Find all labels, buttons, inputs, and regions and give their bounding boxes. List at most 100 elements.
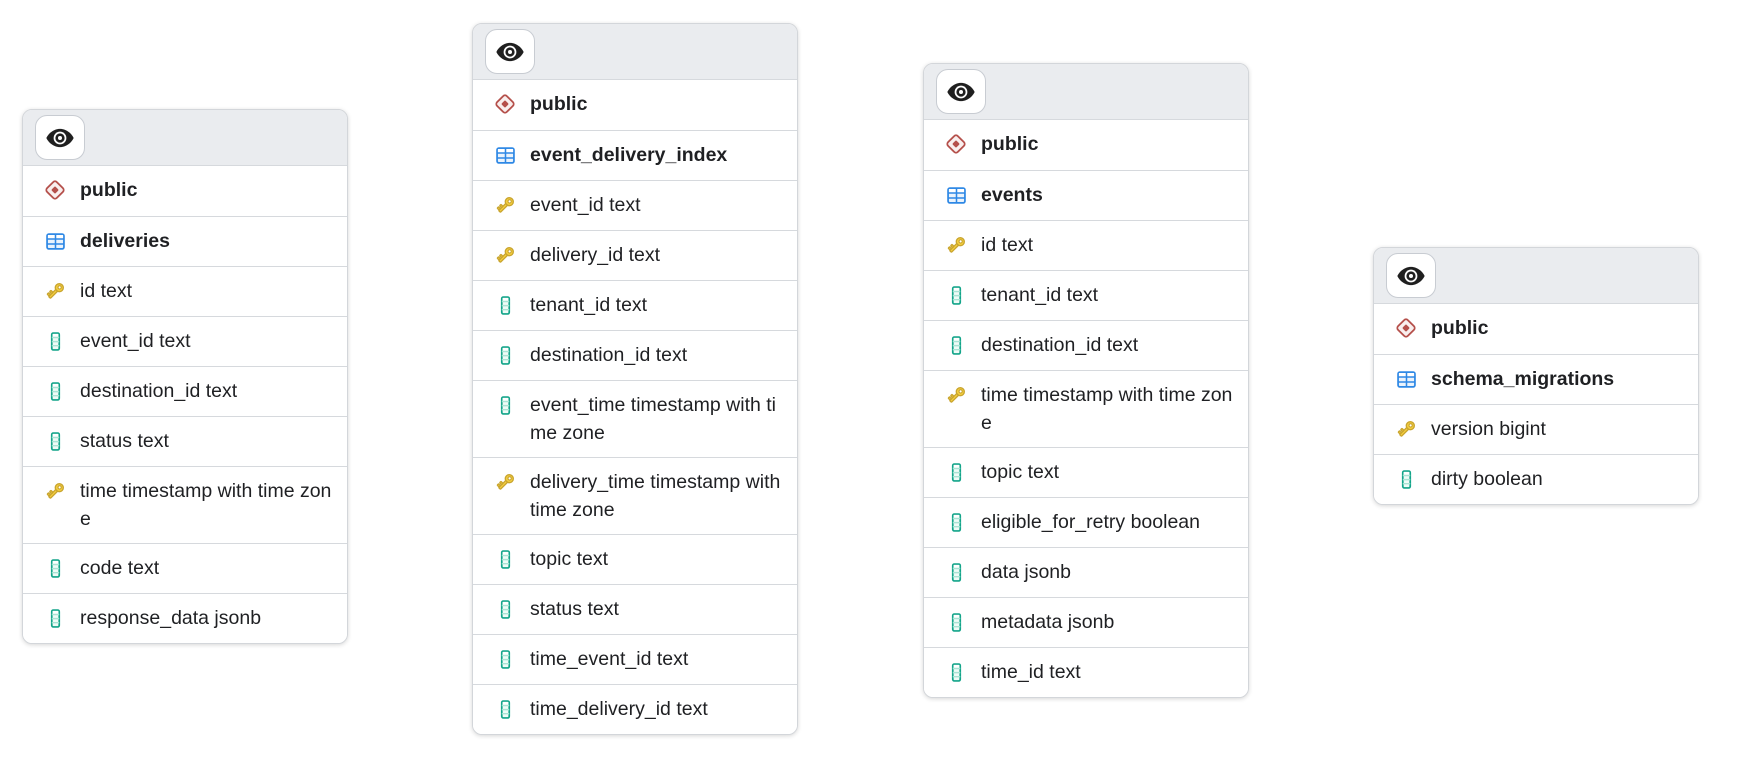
- column-icon: [43, 427, 67, 455]
- column-row[interactable]: topic text: [924, 447, 1248, 497]
- column-label: metadata jsonb: [981, 611, 1115, 633]
- column-icon: [944, 558, 968, 586]
- column-row[interactable]: status text: [473, 584, 797, 634]
- card-header[interactable]: [23, 110, 347, 166]
- column-row[interactable]: time timestamp with time zone: [23, 466, 347, 543]
- column-label: time_delivery_id text: [530, 698, 708, 720]
- schema-row[interactable]: public: [1374, 304, 1698, 354]
- schema-row[interactable]: public: [924, 120, 1248, 170]
- column-label: time_id text: [981, 661, 1081, 683]
- column-label: destination_id text: [80, 380, 238, 402]
- column-row[interactable]: status text: [23, 416, 347, 466]
- column-row[interactable]: time timestamp with time zone: [924, 370, 1248, 447]
- table-name-label: event_delivery_index: [530, 144, 728, 166]
- table-card-schema_migrations[interactable]: public schema_migrations version bigint: [1373, 247, 1699, 505]
- column-row[interactable]: time_delivery_id text: [473, 684, 797, 734]
- column-row[interactable]: code text: [23, 543, 347, 593]
- column-row[interactable]: event_id text: [23, 316, 347, 366]
- column-row[interactable]: eligible_for_retry boolean: [924, 497, 1248, 547]
- schema-row[interactable]: public: [473, 80, 797, 130]
- column-icon: [43, 604, 67, 632]
- column-icon: [493, 391, 517, 419]
- table-name-row[interactable]: events: [924, 170, 1248, 220]
- schema-row[interactable]: public: [23, 166, 347, 216]
- column-label: delivery_time timestamp with time zone: [530, 471, 781, 521]
- table-card-events[interactable]: public events id text: [923, 63, 1249, 698]
- column-label: event_time timestamp with time zone: [530, 394, 777, 444]
- table-name-row[interactable]: deliveries: [23, 216, 347, 266]
- visibility-toggle-button[interactable]: [35, 115, 85, 160]
- visibility-toggle-button[interactable]: [936, 69, 986, 114]
- schema-diamond-icon: [944, 130, 968, 158]
- table-name-label: deliveries: [80, 230, 170, 252]
- schema-diamond-icon: [493, 90, 517, 118]
- column-label: status text: [530, 598, 619, 620]
- table-name-row[interactable]: schema_migrations: [1374, 354, 1698, 404]
- column-icon: [43, 327, 67, 355]
- column-label: time timestamp with time zone: [981, 384, 1233, 434]
- column-label: delivery_id text: [530, 244, 661, 266]
- key-icon: [43, 477, 67, 505]
- column-row[interactable]: topic text: [473, 534, 797, 584]
- column-row[interactable]: id text: [23, 266, 347, 316]
- column-icon: [944, 608, 968, 636]
- column-label: tenant_id text: [530, 294, 648, 316]
- column-row[interactable]: time_id text: [924, 647, 1248, 697]
- column-icon: [493, 695, 517, 723]
- column-row[interactable]: time_event_id text: [473, 634, 797, 684]
- column-icon: [944, 458, 968, 486]
- column-row[interactable]: destination_id text: [473, 330, 797, 380]
- eye-icon: [45, 123, 75, 153]
- column-label: id text: [981, 234, 1034, 256]
- column-row[interactable]: destination_id text: [23, 366, 347, 416]
- visibility-toggle-button[interactable]: [485, 29, 535, 74]
- column-label: code text: [80, 557, 160, 579]
- column-label: eligible_for_retry boolean: [981, 511, 1200, 533]
- table-icon: [1394, 365, 1418, 393]
- column-row[interactable]: delivery_time timestamp with time zone: [473, 457, 797, 534]
- card-header[interactable]: [1374, 248, 1698, 304]
- schema-name-label: public: [981, 133, 1039, 155]
- card-header[interactable]: [924, 64, 1248, 120]
- visibility-toggle-button[interactable]: [1386, 253, 1436, 298]
- column-label: version bigint: [1431, 418, 1546, 440]
- column-label: time timestamp with time zone: [80, 480, 332, 530]
- table-name-label: events: [981, 184, 1043, 206]
- column-label: tenant_id text: [981, 284, 1099, 306]
- column-label: status text: [80, 430, 169, 452]
- table-icon: [43, 227, 67, 255]
- table-icon: [493, 141, 517, 169]
- column-row[interactable]: destination_id text: [924, 320, 1248, 370]
- column-row[interactable]: tenant_id text: [473, 280, 797, 330]
- column-label: event_id text: [80, 330, 191, 352]
- column-row[interactable]: id text: [924, 220, 1248, 270]
- column-icon: [493, 645, 517, 673]
- column-label: time_event_id text: [530, 648, 689, 670]
- column-row[interactable]: dirty boolean: [1374, 454, 1698, 504]
- column-row[interactable]: data jsonb: [924, 547, 1248, 597]
- schema-name-label: public: [530, 93, 588, 115]
- column-label: response_data jsonb: [80, 607, 262, 629]
- column-icon: [43, 377, 67, 405]
- column-row[interactable]: tenant_id text: [924, 270, 1248, 320]
- eye-icon: [946, 77, 976, 107]
- eye-icon: [1396, 261, 1426, 291]
- column-icon: [43, 554, 67, 582]
- column-row[interactable]: event_time timestamp with time zone: [473, 380, 797, 457]
- schema-name-label: public: [80, 179, 138, 201]
- card-header[interactable]: [473, 24, 797, 80]
- key-icon: [493, 241, 517, 269]
- column-row[interactable]: event_id text: [473, 180, 797, 230]
- column-row[interactable]: version bigint: [1374, 404, 1698, 454]
- column-row[interactable]: response_data jsonb: [23, 593, 347, 643]
- table-card-deliveries[interactable]: public deliveries id text: [22, 109, 348, 644]
- table-name-row[interactable]: event_delivery_index: [473, 130, 797, 180]
- column-icon: [944, 331, 968, 359]
- column-icon: [493, 291, 517, 319]
- column-row[interactable]: metadata jsonb: [924, 597, 1248, 647]
- schema-diamond-icon: [43, 176, 67, 204]
- table-card-event_delivery_index[interactable]: public event_delivery_index event_id tex…: [472, 23, 798, 735]
- column-label: destination_id text: [981, 334, 1139, 356]
- column-row[interactable]: delivery_id text: [473, 230, 797, 280]
